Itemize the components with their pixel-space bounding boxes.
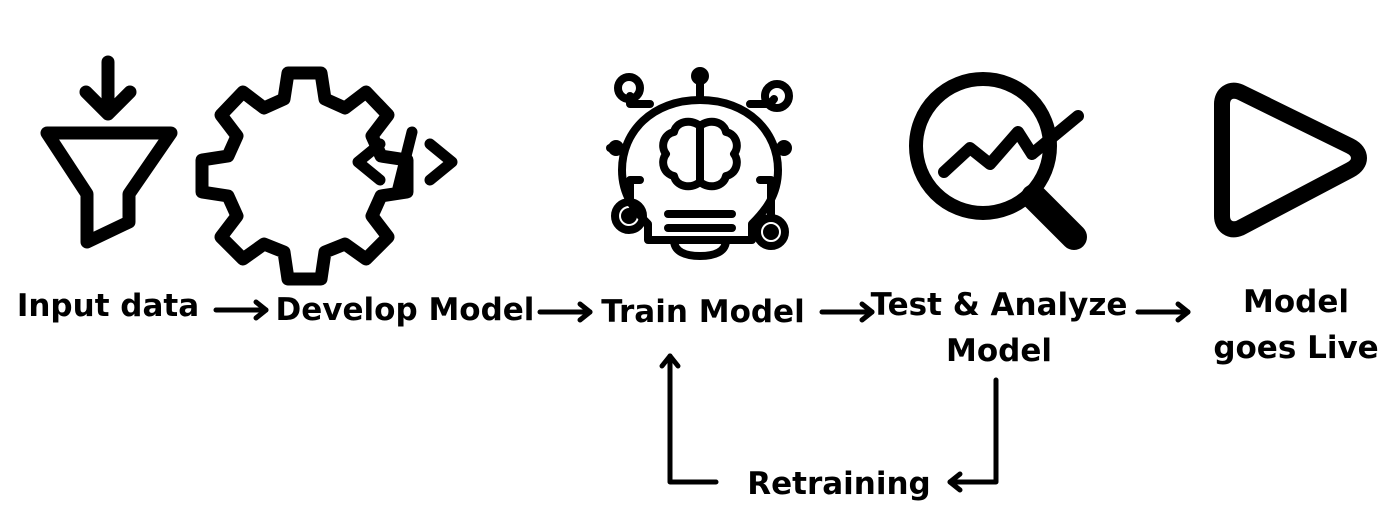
gear-code-icon: [195, 66, 414, 286]
lightbulb-brain-circuit-icon: [606, 67, 793, 260]
step-label-line: Model: [946, 333, 1052, 369]
funnel-icon: [40, 55, 178, 249]
step-label-input-data: Input data: [16, 288, 200, 324]
flow-arrow: [213, 299, 269, 321]
retraining-label: Retraining: [747, 466, 931, 502]
flow-arrow: [819, 301, 875, 323]
step-label-line: goes Live: [1213, 330, 1379, 366]
flow-arrow: [1135, 301, 1191, 323]
retraining-loop-arrow: [659, 353, 999, 493]
step-label-develop-model: Develop Model: [275, 292, 535, 328]
code-brackets-icon: [352, 126, 458, 194]
magnifier-trend-icon: [909, 72, 1087, 250]
step-label-line: Model: [1243, 284, 1349, 320]
play-icon: [1214, 82, 1367, 238]
flow-arrow: [537, 301, 593, 323]
step-label-test-analyze-model: Test & Analyze Model: [866, 282, 1132, 374]
step-label-line: Test & Analyze: [870, 287, 1128, 323]
step-label-model-goes-live: Model goes Live: [1208, 279, 1384, 371]
step-label-train-model: Train Model: [601, 294, 805, 330]
